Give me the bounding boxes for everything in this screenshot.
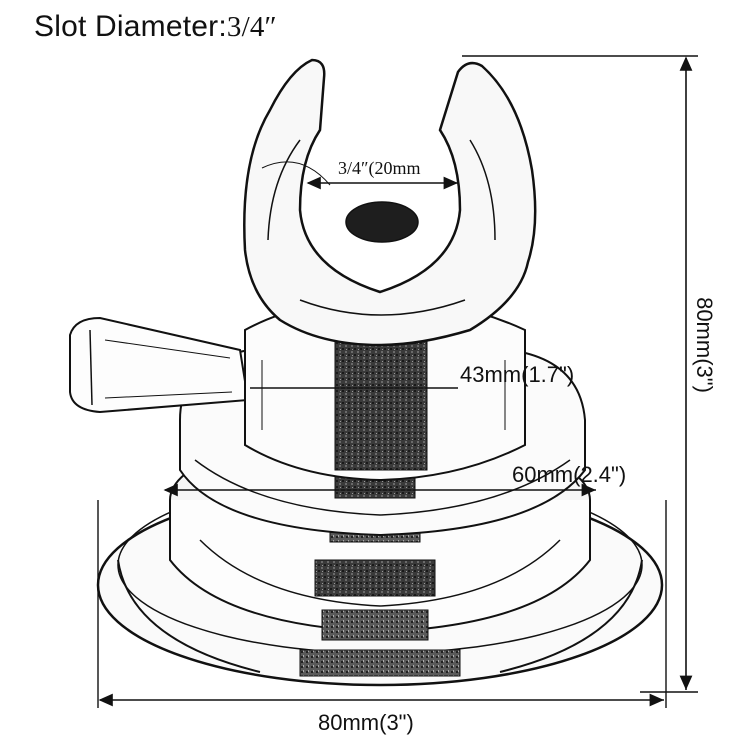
- slot-diameter-title: Slot Diameter:3/4″: [34, 10, 277, 44]
- holder-body: [244, 296, 526, 482]
- mid-width-label: 60mm(2.4"): [512, 462, 627, 487]
- title-separator: :: [218, 10, 227, 43]
- height-label: 80mm(3"): [692, 297, 717, 393]
- lock-lever: [69, 316, 250, 414]
- slot-cradle: [243, 58, 537, 347]
- dimension-lines: [97, 55, 698, 708]
- base-width-label: 80mm(3"): [318, 710, 414, 735]
- top-width-label: 43mm(1.7"): [460, 362, 575, 387]
- title-value: 3/4″: [226, 11, 277, 43]
- slot-dimension-label: 3/4″(20mm: [338, 158, 421, 178]
- title-label: Slot Diameter: [34, 10, 219, 43]
